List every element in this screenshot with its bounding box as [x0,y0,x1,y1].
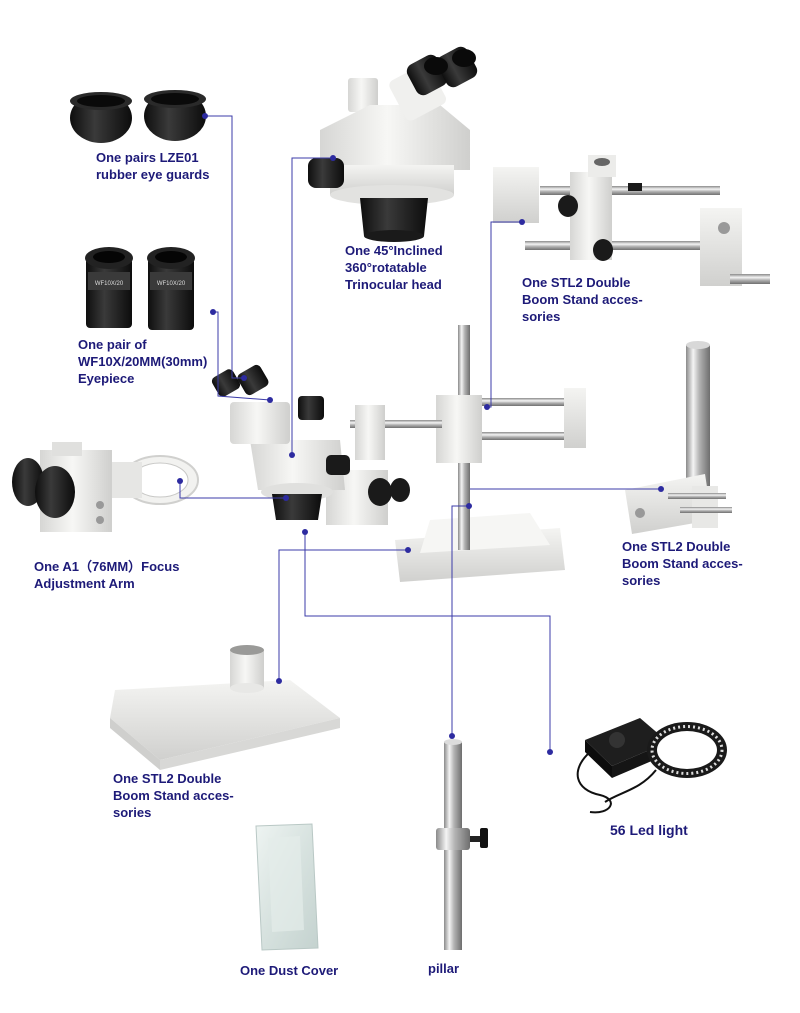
leader-focus-arm [179,481,286,499]
callout-eyepiece-line-2: WF10X/20MM(30mm) [78,354,208,369]
dot-led-light [302,529,308,535]
callout-trinocular-head-line-2: 360°rotatable [345,260,427,275]
dot-eyepiece-end [267,397,273,403]
dot-boom-post [658,486,664,492]
base-plate-image [110,645,340,770]
dot-focus-arm-end [283,495,289,501]
dot-trinocular-head [330,155,336,161]
trinocular-head-image [308,46,478,242]
callout-pillar: pillar [428,960,459,977]
callout-boom-post: One STL2 Double Boom Stand acces- sories [622,538,743,589]
callout-led-light: 56 Led light [610,822,688,839]
dot-eye-guards [202,113,208,119]
leader-base [278,549,408,681]
callout-trinocular-head: One 45°Inclined 360°rotatable Trinocular… [345,242,443,293]
callout-focus-arm: One A1（76MM）Focus Adjustment Arm [34,558,179,592]
leader-trinocular-head [291,157,333,455]
callout-boom-post-line-2: Boom Stand acces- [622,556,743,571]
callout-base: One STL2 Double Boom Stand acces- sories [113,770,234,821]
callout-base-line-3: sories [113,805,152,820]
callout-boom-arm-top: One STL2 Double Boom Stand acces- sories [522,274,643,325]
callout-eye-guards-line-2: rubber eye guards [96,167,210,182]
callout-pillar-line-1: pillar [428,961,460,976]
callout-eye-guards-line-1: One pairs LZE01 [96,150,199,165]
assembled-microscope-image [211,325,586,582]
dot-boom-arm-top [519,219,525,225]
led-ring-light-image [576,718,727,814]
dust-cover-image [255,823,319,951]
dot-eyepiece [210,309,216,315]
callout-boom-post-line-3: sories [622,573,661,588]
callout-eyepiece: One pair of WF10X/20MM(30mm) Eyepiece [78,336,207,387]
leader-lines [179,115,661,752]
dot-led-light-end [547,749,553,755]
leader-led-light [304,532,551,752]
callout-led-light-line-1: 56 Led light [610,822,688,838]
dot-trinocular-end [289,452,295,458]
eyepiece-marking-right: WF10X/20 [157,281,186,287]
dot-boom-arm-end [484,404,490,410]
callout-dust-cover-line-1: One Dust Cover [240,963,339,978]
callout-trinocular-head-line-3: Trinocular head [345,277,442,292]
callout-base-line-1: One STL2 Double [113,771,222,786]
callout-boom-post-line-1: One STL2 Double [622,539,731,554]
pillar-image [436,739,488,950]
dot-focus-arm [177,478,183,484]
callout-boom-arm-top-line-2: Boom Stand acces- [522,292,643,307]
dot-pillar-end [449,733,455,739]
callout-boom-arm-top-line-3: sories [522,309,561,324]
callout-base-line-2: Boom Stand acces- [113,788,234,803]
leader-pillar [451,505,469,736]
callout-focus-arm-line-1: One A1（76MM）Focus [34,559,180,574]
leader-boom-arm-top [487,221,522,408]
callout-dust-cover: One Dust Cover [240,962,338,979]
callout-eyepiece-line-1: One pair of [78,337,147,352]
eyepieces-image: WF10X/20 WF10X/20 [85,247,195,330]
callout-dots [177,113,664,755]
dot-base-end [405,547,411,553]
leader-eye-guards [205,115,244,379]
double-boom-arm-image [493,155,770,286]
dot-base [276,678,282,684]
callout-eye-guards: One pairs LZE01 rubber eye guards [96,149,209,183]
rubber-eye-guards-image [70,90,206,143]
focus-adjustment-arm-image [12,442,199,532]
callout-boom-arm-top-line-1: One STL2 Double [522,275,631,290]
callout-trinocular-head-line-1: One 45°Inclined [345,243,443,258]
dot-eye-guards-end [241,375,247,381]
boom-post-image [625,341,732,534]
eyepiece-marking-left: WF10X/20 [95,281,124,287]
callout-eyepiece-line-3: Eyepiece [78,371,135,386]
dot-pillar [466,503,472,509]
callout-focus-arm-line-2: Adjustment Arm [34,576,135,591]
